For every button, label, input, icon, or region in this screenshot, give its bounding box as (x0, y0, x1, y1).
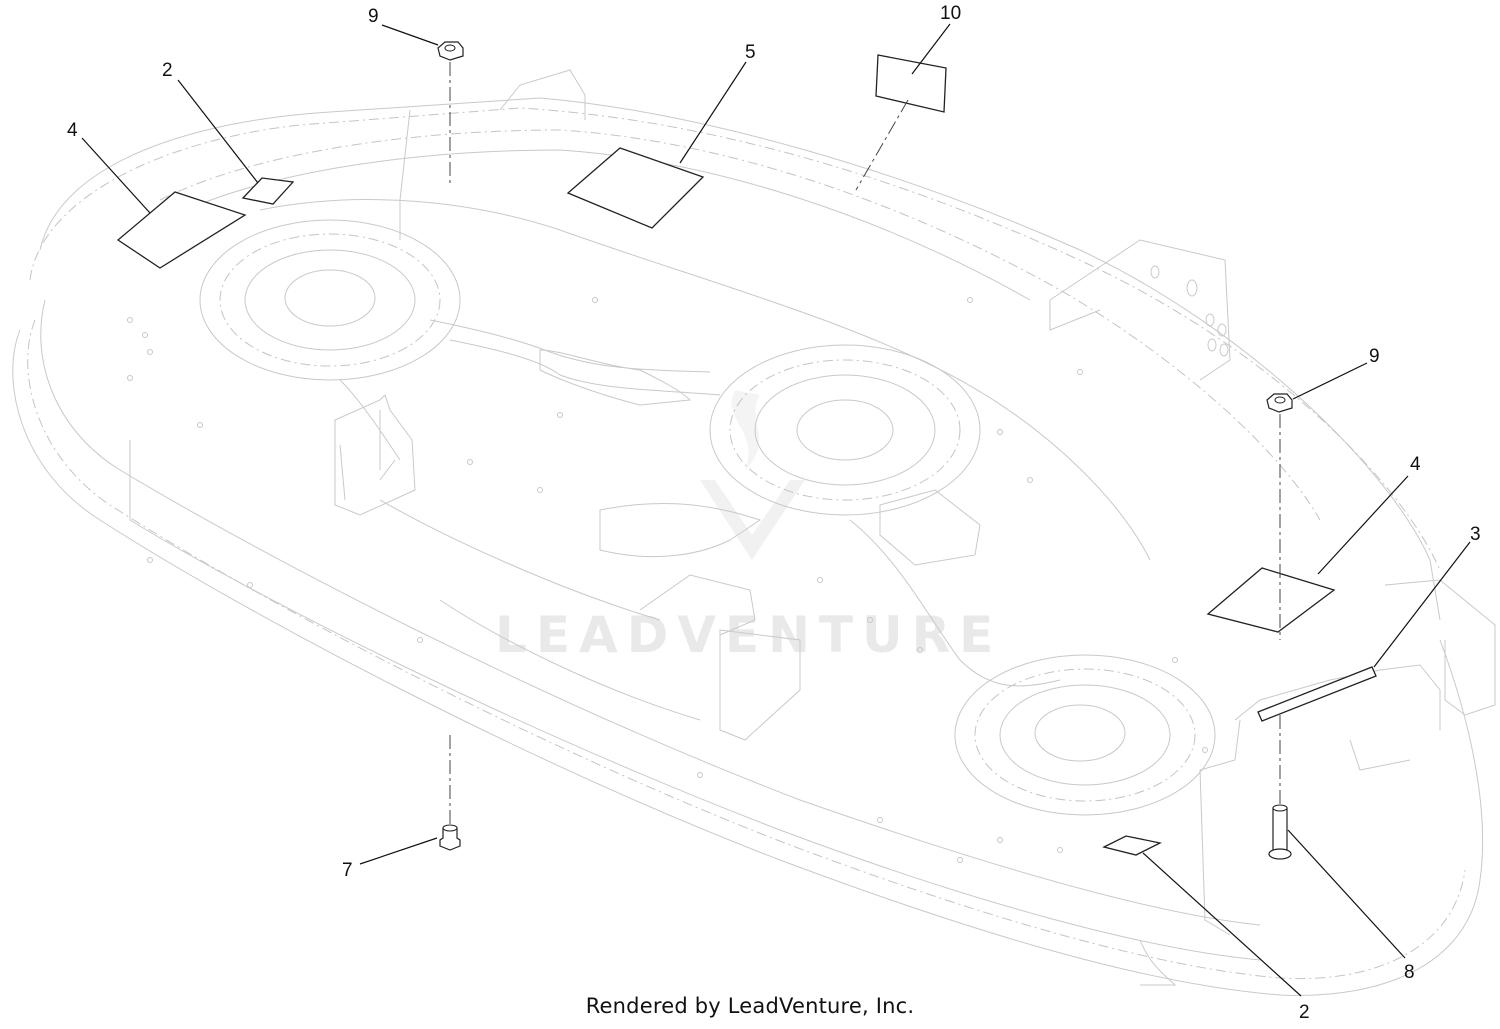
bolt-7 (439, 824, 461, 851)
decal-3 (1257, 666, 1377, 722)
callout-labels: 9 2 4 5 10 9 4 3 7 8 2 (67, 3, 1481, 1023)
callout-9-left: 9 (368, 6, 379, 27)
mower-deck-housing (12, 69, 1496, 996)
watermark-text: LEADVENTURE (495, 606, 1002, 664)
decal-10 (875, 54, 947, 113)
decal-2-front (1102, 835, 1162, 856)
decal-2-left (241, 177, 295, 205)
callout-4-left: 4 (67, 120, 78, 141)
decal-4-right (1206, 567, 1336, 633)
callout-8: 8 (1404, 962, 1415, 983)
flange-nut-9-right (1266, 393, 1293, 413)
assembly-centerlines (449, 62, 1281, 824)
callout-9-right: 9 (1369, 346, 1380, 367)
leadventure-watermark-logo (700, 390, 805, 560)
callout-2-left: 2 (162, 60, 173, 81)
callout-10: 10 (940, 3, 961, 24)
callout-2-front: 2 (1299, 1002, 1310, 1023)
decal-4-left (116, 191, 247, 269)
callout-4-right: 4 (1410, 454, 1421, 475)
callout-3: 3 (1470, 524, 1481, 545)
decal-parts (116, 54, 1377, 856)
flange-nut-9-left (437, 41, 464, 61)
render-credit-footer: Rendered by LeadVenture, Inc. (585, 994, 915, 1018)
hardware-parts (437, 41, 1293, 860)
decal-5 (566, 147, 705, 229)
callout-7: 7 (342, 860, 353, 881)
callout-5: 5 (745, 42, 756, 63)
bolt-8 (1268, 804, 1292, 860)
callout-leaders (81, 23, 1471, 997)
